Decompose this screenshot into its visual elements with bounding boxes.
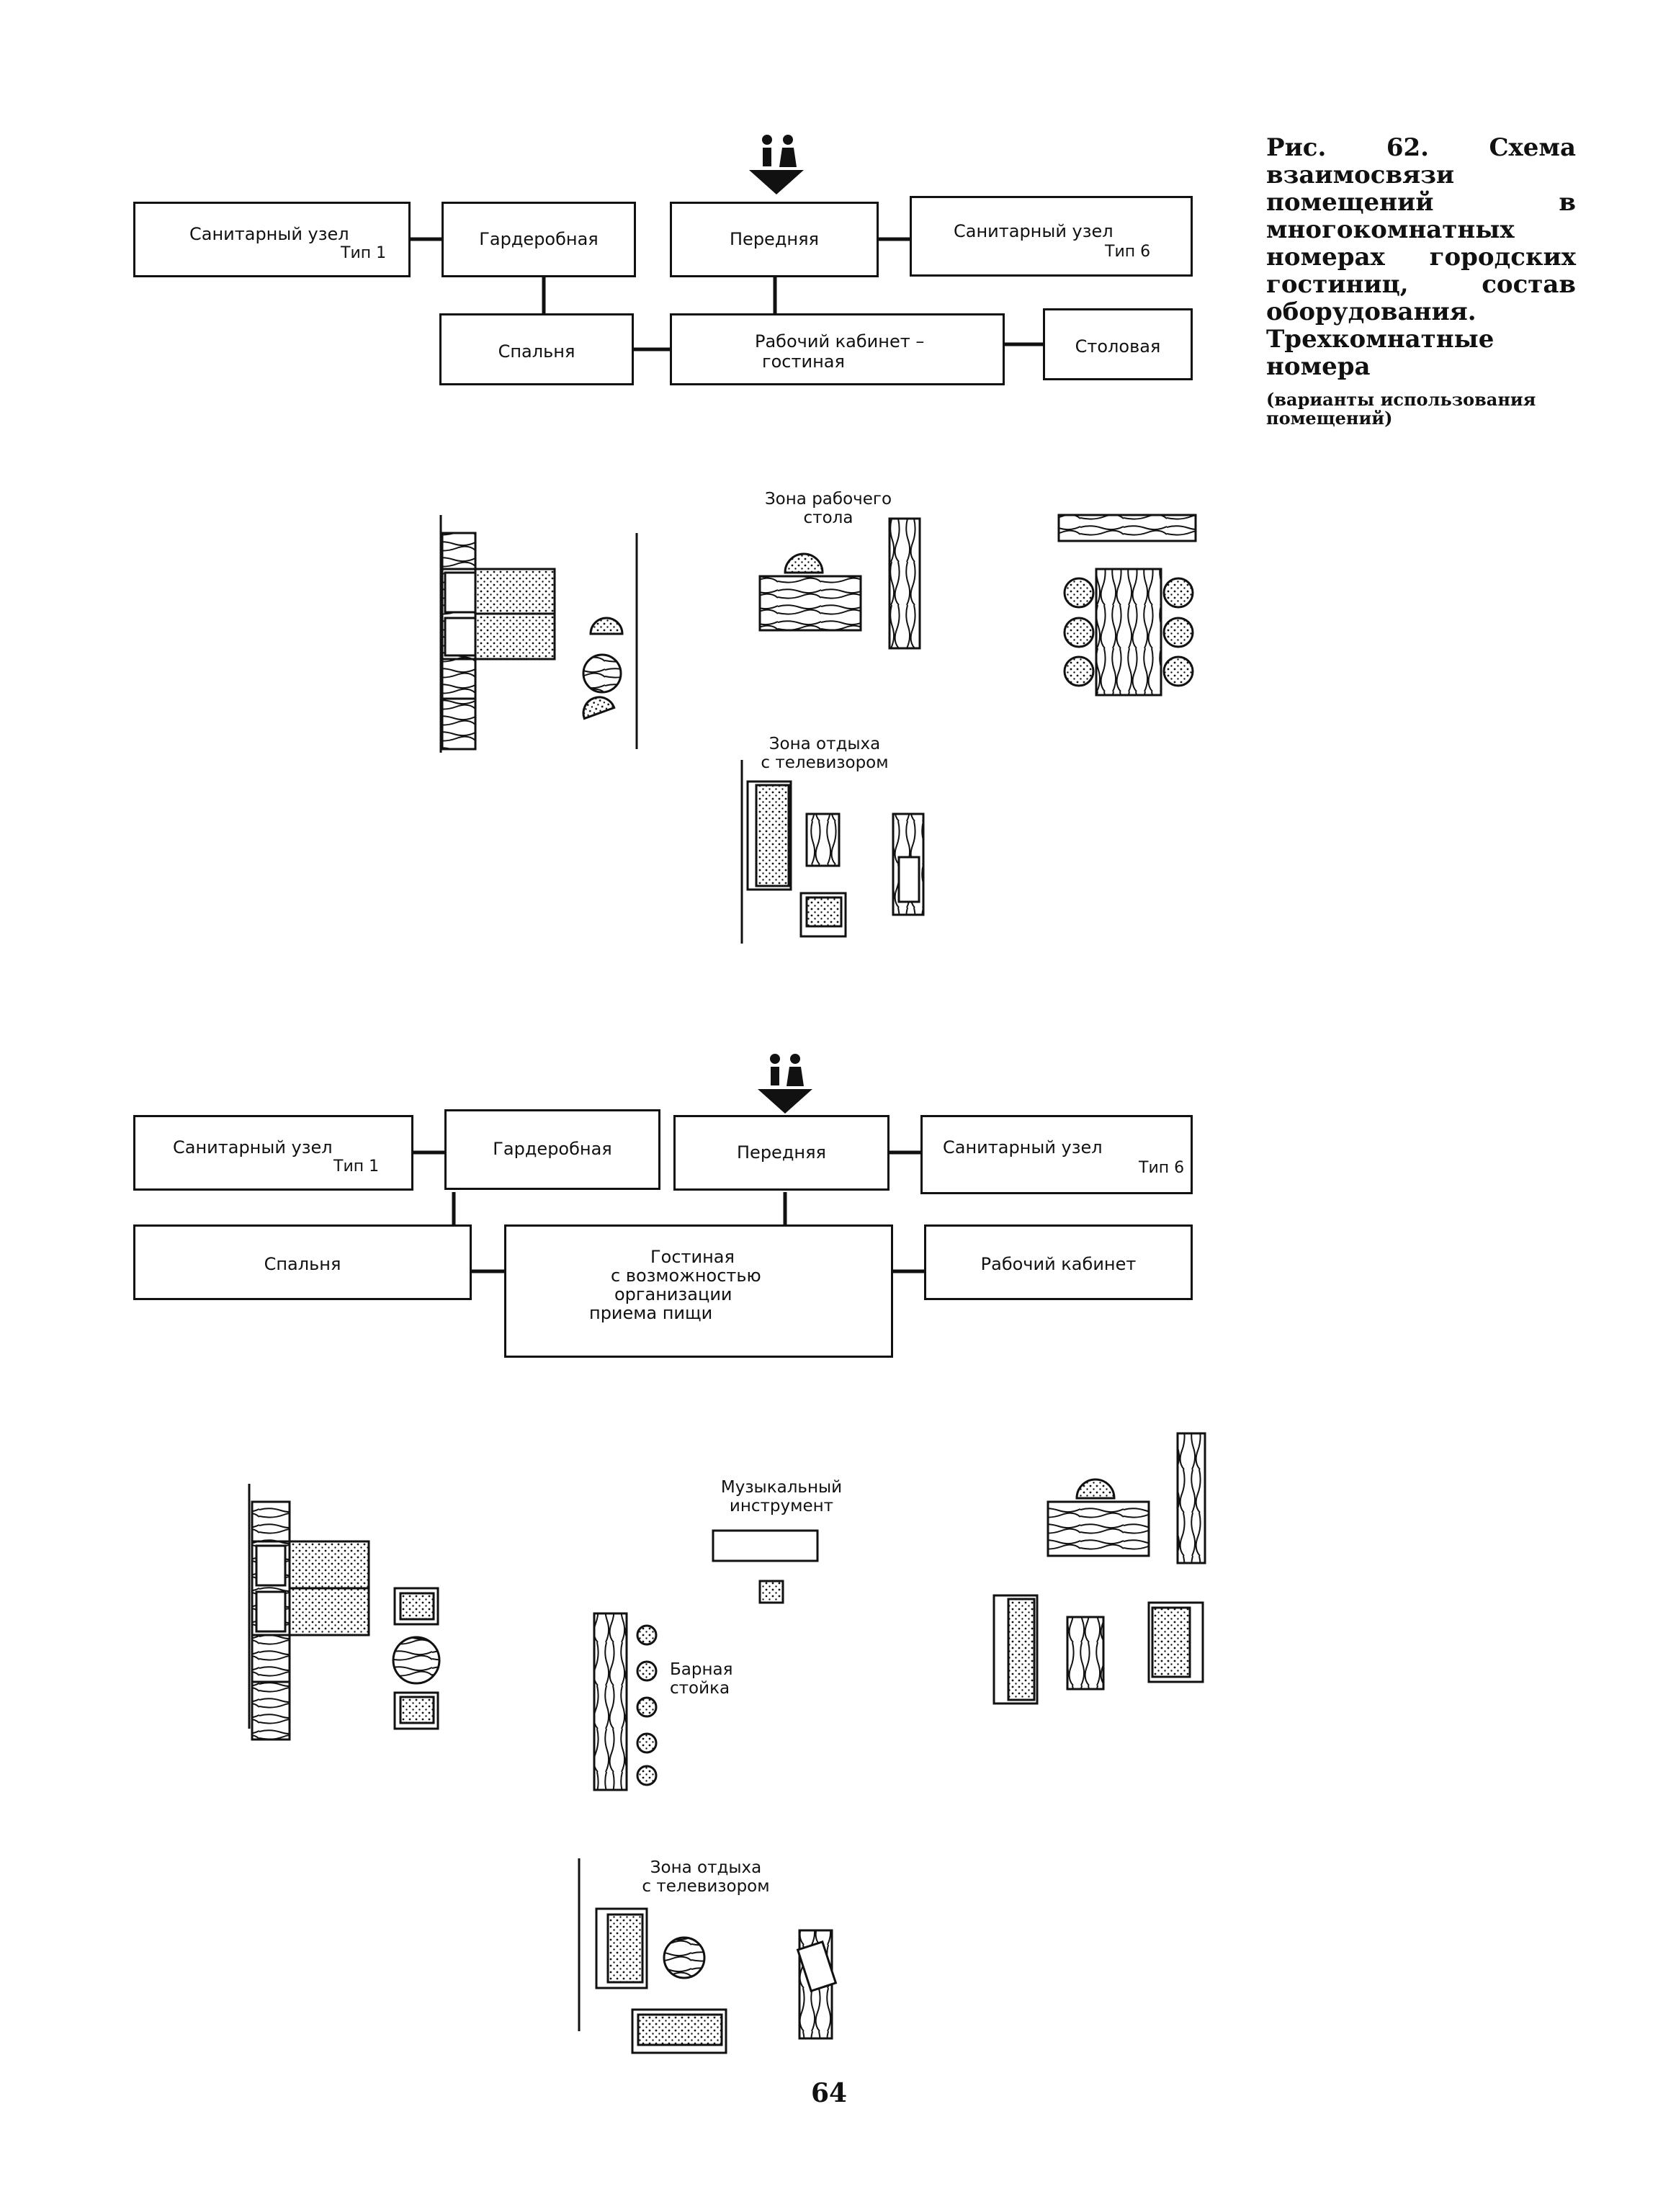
- room-spalnya: Спальня: [439, 313, 634, 385]
- room-label: Столовая: [1075, 336, 1161, 357]
- zone-label-line: Зона рабочего: [764, 490, 892, 509]
- room-type-label: Тип 6: [1139, 1159, 1185, 1177]
- room-type-label: Тип 1: [341, 244, 387, 262]
- room-sanuzel-type6: Санитарный узел Тип 6: [910, 196, 1193, 277]
- room-label: Гардеробная: [493, 1139, 612, 1159]
- room-label: Рабочий кабинет: [980, 1254, 1137, 1274]
- room-sanuzel-type1: Санитарный узел Тип 1: [133, 1115, 413, 1191]
- room-label: Санитарный узел: [943, 1137, 1103, 1158]
- zone-label-line: с телевизором: [761, 753, 889, 772]
- room-label: Санитарный узел: [189, 224, 349, 244]
- page-number: 64: [810, 2078, 848, 2108]
- room-label: Гостиная: [650, 1247, 735, 1267]
- scheme2-bedroom-furniture: [248, 1484, 441, 1741]
- zone-label-line: Барная: [670, 1660, 733, 1679]
- room-sanuzel-type1: Санитарный узел Тип 1: [133, 202, 411, 277]
- scheme1-work-furniture: [758, 517, 921, 650]
- scheme2-bar-furniture: [593, 1529, 819, 1791]
- room-label: Спальня: [498, 341, 575, 362]
- caption-title: Рис. 62. Схема взаимосвязи помещений в м…: [1266, 133, 1576, 381]
- zone-label-line: стойка: [670, 1679, 730, 1698]
- room-label: Спальня: [264, 1254, 341, 1274]
- room-kabinet: Рабочий кабинет: [924, 1224, 1193, 1300]
- entrance-arrow-icon: [749, 135, 804, 194]
- room-label: организации: [614, 1284, 732, 1304]
- room-spalnya: Спальня: [133, 1224, 472, 1300]
- zone-rest-label: Зона отдыха с телевизором: [637, 1858, 774, 1896]
- room-perednyaya: Передняя: [673, 1115, 890, 1191]
- room-stolovaya: Столовая: [1043, 308, 1193, 380]
- room-label: Передняя: [730, 229, 819, 249]
- room-label: Рабочий кабинет –: [755, 331, 925, 351]
- room-garderob: Гардеробная: [444, 1109, 660, 1190]
- zone-music-label: Музыкальный инструмент: [709, 1478, 853, 1515]
- room-type-label: Тип 1: [333, 1158, 380, 1176]
- scheme2-connectors: [413, 1150, 924, 1273]
- zone-label-line: стола: [803, 509, 853, 527]
- room-label: Санитарный узел: [954, 221, 1113, 241]
- scheme2-cabinet-furniture: [992, 1432, 1206, 1705]
- entrance-arrow-icon: [758, 1054, 812, 1114]
- room-label: приема пищи: [589, 1303, 713, 1323]
- room-gostinaya: Гостиная с возможностью организации прие…: [504, 1224, 893, 1358]
- room-type-label: Тип 6: [1105, 243, 1151, 261]
- room-perednyaya: Передняя: [670, 202, 879, 277]
- figure-caption: Рис. 62. Схема взаимосвязи помещений в м…: [1266, 134, 1576, 428]
- zone-label-line: Музыкальный: [720, 1478, 843, 1497]
- zone-work-label: Зона рабочего стола: [763, 490, 893, 527]
- room-kabinet-gostinaya: Рабочий кабинет – гостиная: [670, 313, 1005, 385]
- room-label: Санитарный узел: [173, 1137, 333, 1158]
- scheme1-dining-furniture: [1057, 514, 1197, 697]
- room-label: гостиная: [762, 351, 845, 372]
- scheme1-connectors: [411, 237, 1043, 351]
- zone-label-line: с телевизором: [642, 1877, 770, 1896]
- scheme1-rest-furniture: [740, 760, 925, 944]
- scheme1-bedroom-furniture: [439, 515, 638, 753]
- room-garderob: Гардеробная: [442, 202, 636, 277]
- room-label: Передняя: [737, 1142, 826, 1163]
- scheme2-rest-furniture: [578, 1858, 838, 2054]
- room-label: с возможностью: [611, 1266, 761, 1286]
- caption-subtitle: (варианты использования помещений): [1266, 389, 1536, 429]
- zone-label-line: Зона отдыха: [768, 735, 881, 753]
- zone-bar-label: Барная стойка: [670, 1660, 756, 1698]
- room-label: Гардеробная: [479, 229, 599, 249]
- zone-label-line: инструмент: [729, 1497, 834, 1515]
- room-sanuzel-type6: Санитарный узел Тип 6: [920, 1115, 1193, 1194]
- zone-label-line: Зона отдыха: [650, 1858, 762, 1877]
- zone-rest-label: Зона отдыха с телевизором: [756, 735, 893, 772]
